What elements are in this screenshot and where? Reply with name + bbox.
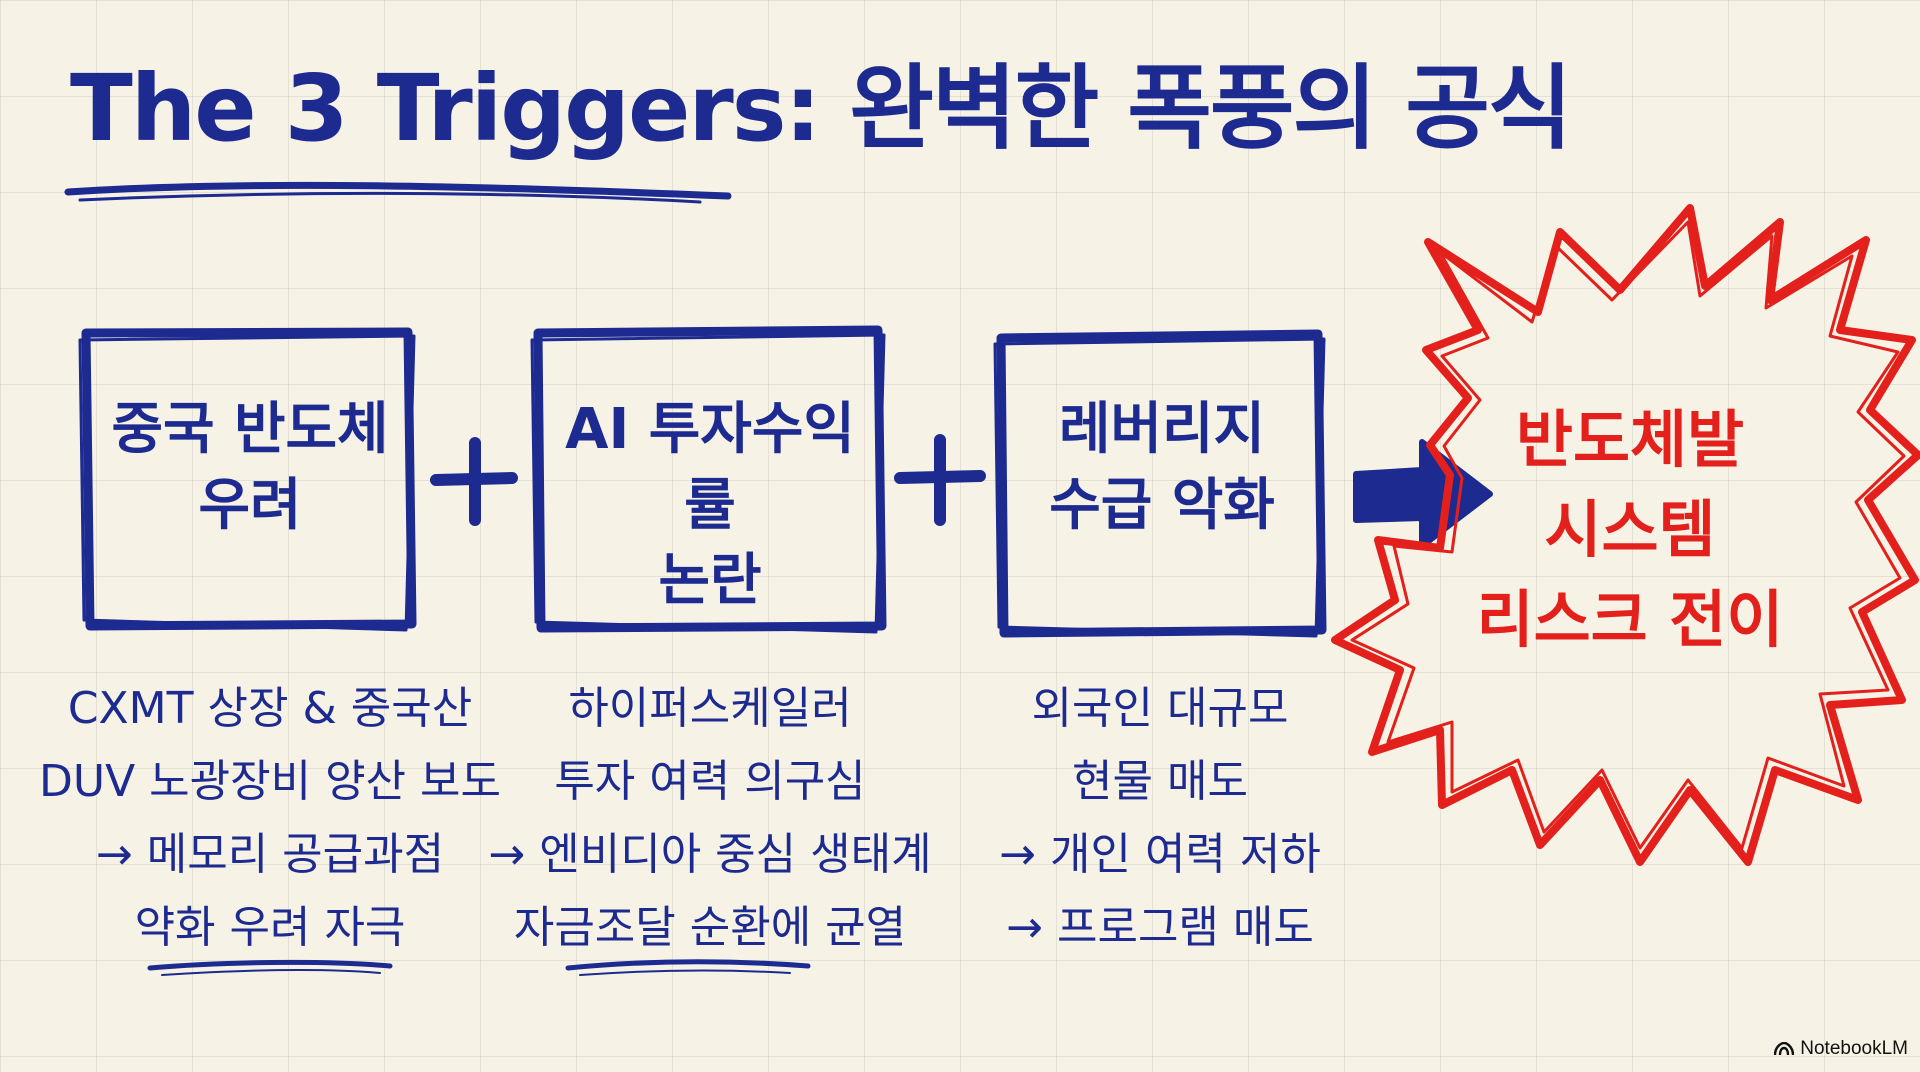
description-line: → 메모리 공급과점	[95, 829, 445, 880]
trigger-label-line: 수급 악화	[1049, 472, 1275, 538]
plus-icon-1	[430, 437, 518, 526]
description-line: → 엔비디아 중심 생태계	[488, 829, 932, 880]
plus-icon-2	[894, 434, 986, 526]
result-line: 시스템	[1544, 492, 1716, 566]
trigger-box-3	[993, 329, 1327, 638]
trigger-label-line: 레버리지	[1058, 397, 1266, 462]
description-line: 투자 여력 의구심	[554, 756, 866, 807]
trigger-box-2	[530, 325, 887, 634]
trigger-box-1	[78, 327, 417, 632]
page-title: The 3 Triggers: 완벽한 폭풍의 공식	[70, 55, 1573, 162]
result-label: 반도체발 시스템 리스크 전이	[1420, 395, 1840, 665]
result-line: 반도체발	[1515, 403, 1745, 476]
notebooklm-logo-icon	[1774, 1042, 1795, 1056]
desc-underline-2	[565, 959, 811, 971]
trigger-label-3: 레버리지 수급 악화	[1004, 392, 1320, 543]
description-line: 약화 우려 자극	[134, 902, 406, 953]
trigger-label-2: AI 투자수익률 논란	[540, 392, 880, 619]
description-line: CXMT 상장 & 중국산	[67, 683, 473, 734]
description-line: → 프로그램 매도	[1006, 902, 1314, 953]
description-line: DUV 노광장비 양산 보도	[39, 756, 501, 807]
description-line: 하이퍼스케일러	[568, 683, 852, 734]
trigger-label-line: 중국 반도체	[111, 397, 389, 462]
desc-underline-1	[147, 959, 393, 971]
trigger-label-line: 우려	[198, 472, 302, 538]
trigger-label-line: 논란	[658, 548, 762, 614]
brand-watermark: NotebookLM	[1774, 1038, 1908, 1060]
description-line: → 개인 여력 저하	[999, 829, 1321, 880]
description-line: 외국인 대규모	[1031, 683, 1289, 734]
description-line: 현물 매도	[1072, 756, 1248, 807]
result-line: 리스크 전이	[1476, 582, 1784, 656]
trigger-label-line: AI 투자수익률	[565, 397, 855, 538]
trigger-label-1: 중국 반도체 우려	[90, 392, 410, 543]
trigger-description-3: 외국인 대규모 현물 매도 → 개인 여력 저하 → 프로그램 매도	[960, 672, 1360, 964]
trigger-description-2: 하이퍼스케일러 투자 여력 의구심 → 엔비디아 중심 생태계 자금조달 순환에…	[470, 672, 950, 964]
brand-name: NotebookLM	[1800, 1038, 1908, 1059]
title-underline	[64, 181, 732, 200]
description-line: 자금조달 순환에 균열	[513, 902, 907, 953]
starburst-icon	[1331, 204, 1920, 866]
trigger-description-1: CXMT 상장 & 중국산 DUV 노광장비 양산 보도 → 메모리 공급과점 …	[30, 672, 510, 964]
